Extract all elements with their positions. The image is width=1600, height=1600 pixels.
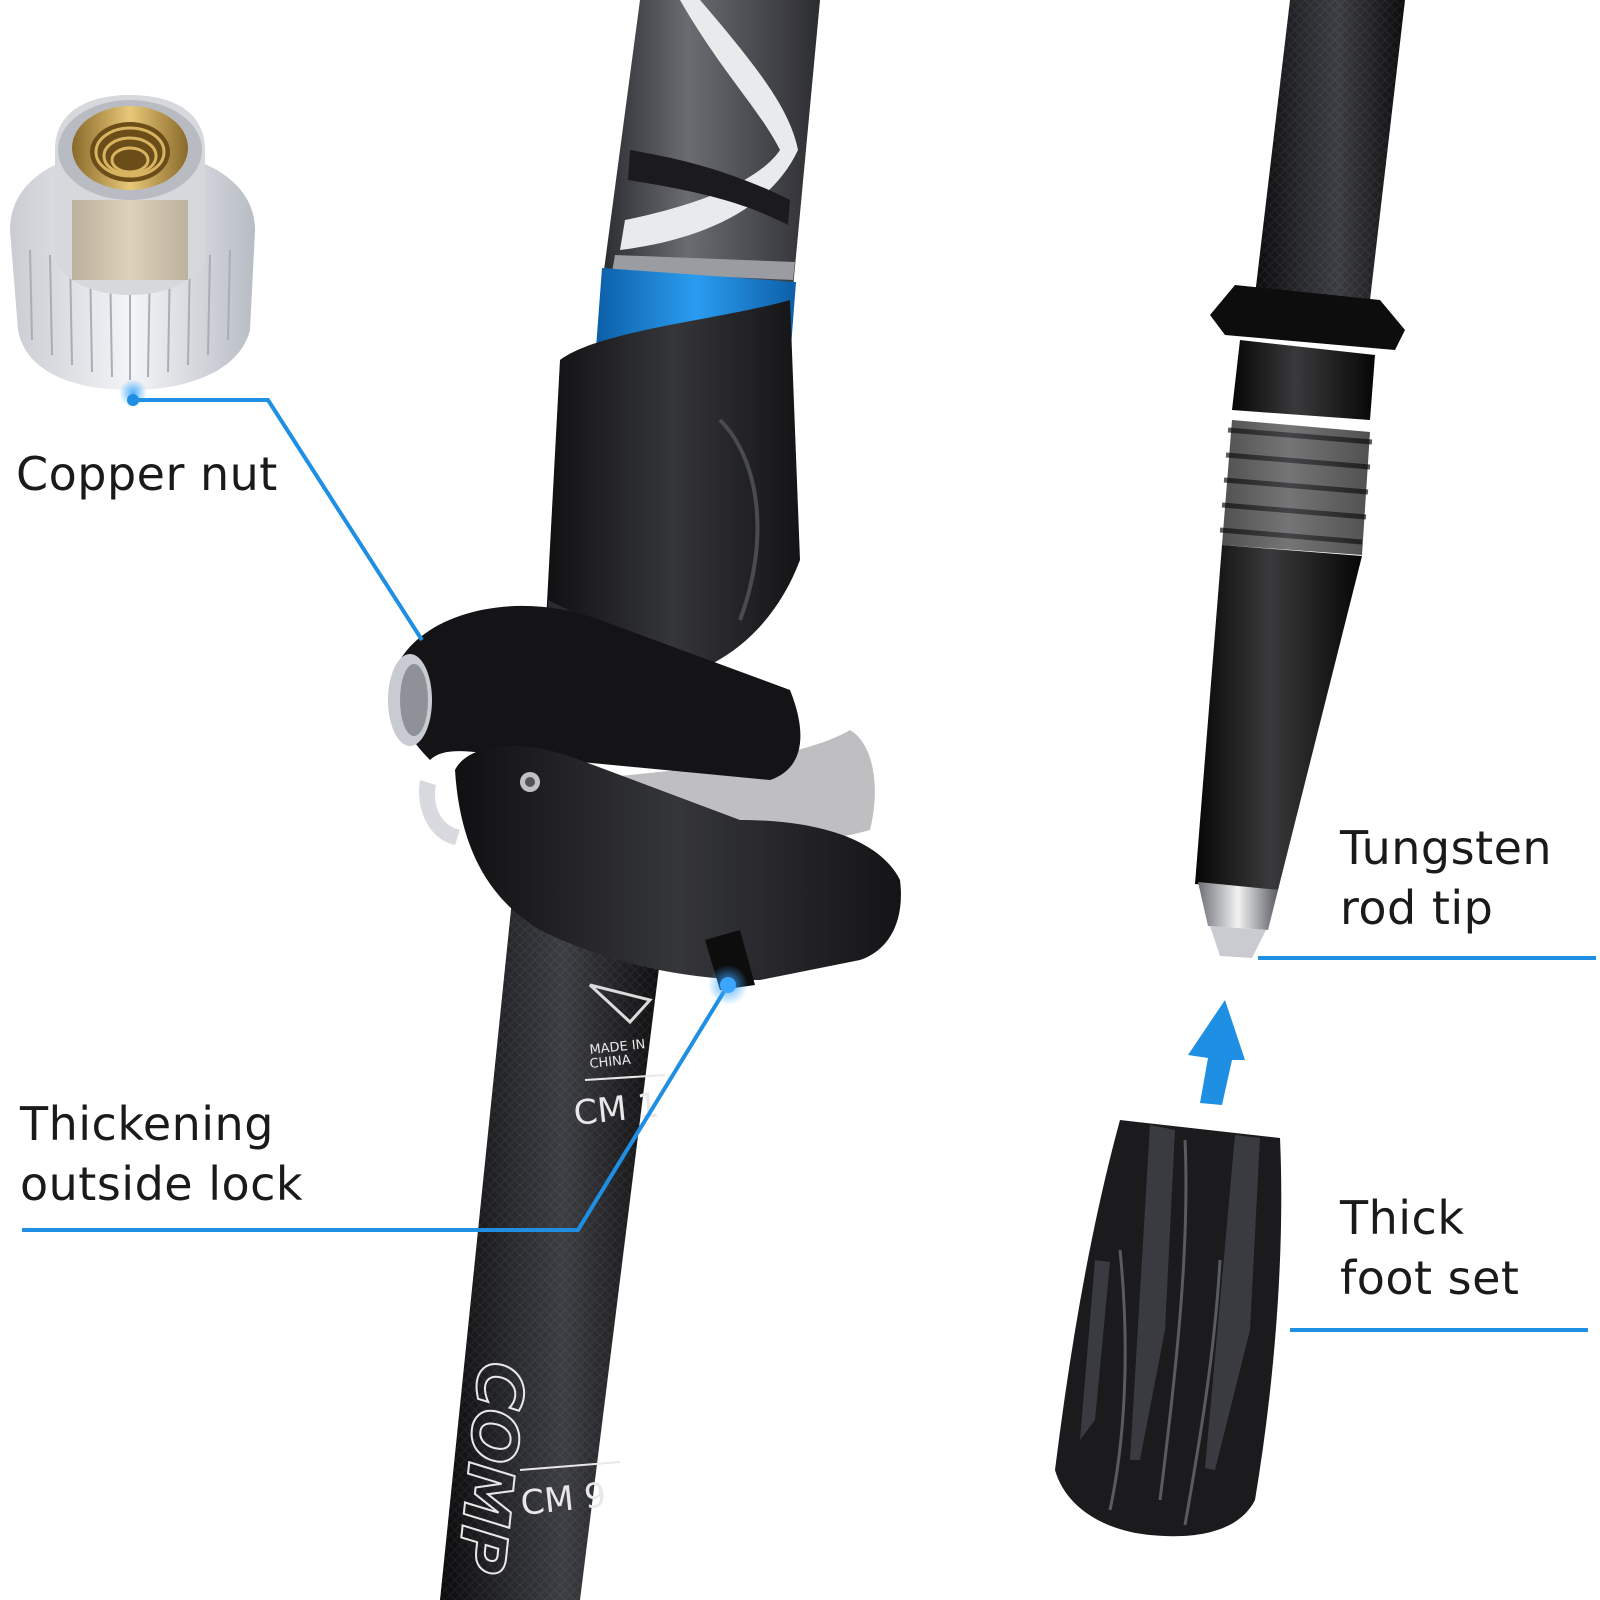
callout-lines (22, 394, 1596, 1332)
brand-logo-icon (588, 983, 653, 1025)
label-copper-nut-line-1: Copper nut (16, 447, 278, 501)
rubber-foot (1055, 1120, 1282, 1537)
label-outside-lock-line-2: outside lock (20, 1157, 304, 1211)
label-outside-lock: Thickening outside lock (20, 1094, 303, 1214)
arrow-up-icon (1188, 1000, 1245, 1105)
label-foot-set: Thick foot set (1340, 1188, 1519, 1308)
threaded-ferrule (1232, 340, 1375, 420)
label-tungsten-tip-line-1: Tungsten (1340, 821, 1553, 875)
callout-copper-nut (133, 398, 424, 642)
callout-lock (22, 983, 730, 1232)
tungsten-tip (1198, 882, 1278, 930)
label-foot-set-line-1: Thick (1340, 1191, 1465, 1245)
made-in-line-2: CHINA (589, 1053, 632, 1072)
label-foot-set-line-2: foot set (1340, 1251, 1520, 1305)
tip-section (1195, 0, 1405, 958)
copper-nut-image (10, 95, 255, 407)
label-tungsten-tip: Tungsten rod tip (1340, 818, 1552, 938)
main-pole (440, 0, 820, 1600)
label-outside-lock-line-1: Thickening (20, 1097, 274, 1151)
cm-mark-upper: CM 1 (572, 1085, 661, 1134)
lock-tension-knob (388, 654, 432, 746)
label-tungsten-tip-line-2: rod tip (1340, 881, 1494, 935)
flip-lock-lever (396, 605, 901, 990)
made-in-line-1: MADE IN (589, 1037, 646, 1058)
cm-mark-lower: CM 9 (519, 1475, 608, 1524)
label-copper-nut: Copper nut (16, 444, 278, 504)
